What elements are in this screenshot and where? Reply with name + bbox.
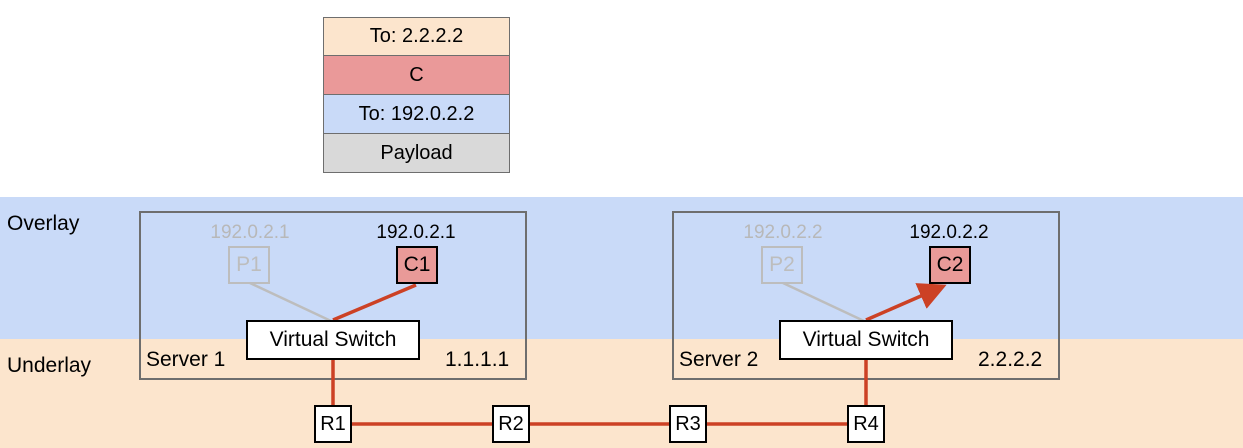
p2-link <box>782 281 865 323</box>
server-2-label: Server 2 <box>679 348 759 371</box>
server-1-label: Server 1 <box>146 348 226 371</box>
overlay-label: Overlay <box>7 212 80 235</box>
packet-outer-header: To: 2.2.2.2 <box>323 17 510 56</box>
underlay-label: Underlay <box>7 354 92 377</box>
packet-inner-header: To: 192.0.2.2 <box>323 95 510 134</box>
overlay-band <box>0 197 1243 339</box>
p2-ip: 192.0.2.2 <box>743 222 823 243</box>
router-r4: R4 <box>847 405 885 443</box>
p1-ip: 192.0.2.1 <box>210 222 290 243</box>
pod-p2: P2 <box>761 246 803 284</box>
p1-link <box>249 281 332 323</box>
router-r1: R1 <box>314 405 352 443</box>
c2-link <box>865 283 947 322</box>
packet-container-header: C <box>323 56 510 95</box>
server-1-address: 1.1.1.1 <box>445 348 510 371</box>
c1-link <box>332 283 417 322</box>
pod-p1: P1 <box>228 246 270 284</box>
router-r3: R3 <box>669 405 707 443</box>
packet-stack: To: 2.2.2.2 C To: 192.0.2.2 Payload <box>323 17 510 173</box>
container-c1: C1 <box>396 246 438 284</box>
router-r2: R2 <box>492 405 530 443</box>
container-c2: C2 <box>929 246 971 284</box>
virtual-switch-2: Virtual Switch <box>779 320 953 360</box>
server-2-address: 2.2.2.2 <box>978 348 1043 371</box>
c1-ip: 192.0.2.1 <box>376 222 456 243</box>
underlay-band <box>0 339 1243 448</box>
c2-ip: 192.0.2.2 <box>909 222 989 243</box>
packet-payload: Payload <box>323 134 510 173</box>
virtual-switch-1: Virtual Switch <box>246 320 420 360</box>
